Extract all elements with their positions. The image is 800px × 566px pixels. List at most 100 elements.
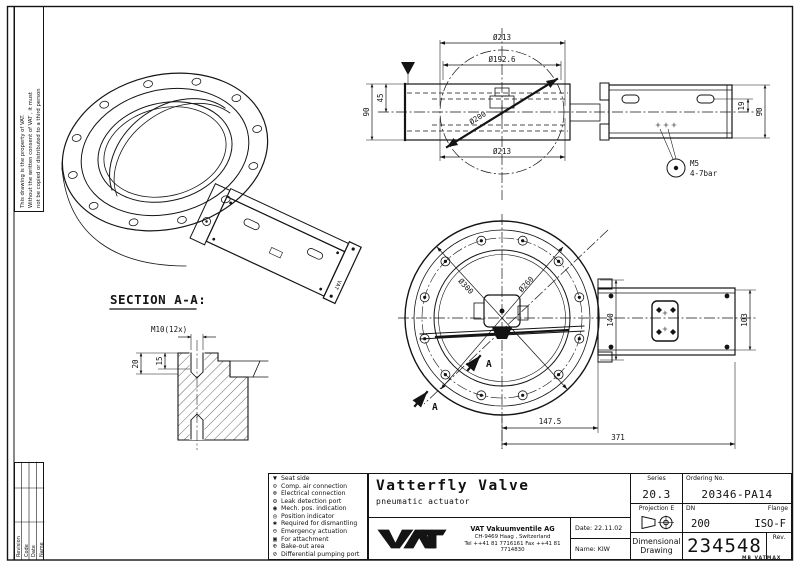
name-field: Name: KIW [575,545,610,553]
comp-air-icon: ⊙ [273,481,277,490]
drawing-number: 234548 [683,533,767,559]
doc-type-line2: Drawing [640,546,673,555]
dim-label-dia192: Ø192.6 [488,55,516,64]
dim-label-45: 45 [376,93,385,102]
dim-label-dia213-top: Ø213 [493,33,511,42]
property-note-line: Without the written consent of VAT , it … [28,91,35,208]
legend-item-label: Seat side [281,475,310,483]
flange-label: Flange [767,505,788,512]
legend-item: ◉ Mech. pos. indication [269,505,367,513]
dim-label-15: 15 [155,356,164,365]
iso-actuator: VAT [189,182,362,305]
dim-label-dia213-bottom: Ø213 [493,147,511,156]
legend-item: ⊖ Emergency actuation [269,528,367,536]
legend-item: ⊘ Differential pumping port [269,550,367,558]
code-col-label: Code [23,544,30,557]
name-col-label: Name [38,542,45,557]
dim-label-20: 20 [131,359,140,369]
diff-pumping-icon: ⊘ [273,549,277,558]
dim-label-90-right: 90 [755,107,764,117]
legend-item-label: Differential pumping port [281,550,360,558]
drawing-subtitle: pneumatic actuator [376,497,470,506]
dim-label-371: 371 [611,433,625,442]
position-indicator-icon: ◎ [273,511,277,520]
legend-item-label: For attachment [281,535,329,543]
legend-item: ▣ For attachment [269,535,367,543]
ordering-no-label: Ordering No. [686,475,725,482]
legend-item: ⊕ Bake-out area [269,543,367,551]
legend-item: ⚙ Leak detection port [269,496,367,506]
series-label: Series [647,475,666,482]
symbol-legend: ▼ Seat side ⊙ Comp. air connection ⊗ Ele… [268,473,368,560]
legend-item-label: Emergency actuation [281,528,348,535]
legend-item-label: Required for dismantling [281,520,358,528]
corner-stamp: MB VATMAX [742,556,782,561]
dim-label-140: 140 [606,313,615,327]
seat-side-mark [401,62,415,75]
vat-logo-icon [377,529,447,548]
section-view: SECTION A-A: M10(12x) 20 15 [109,292,269,450]
legend-item-label: Leak detection port [281,497,342,505]
doc-type-line1: Dimensional [632,537,681,546]
dim-label-19: 19 [737,101,746,110]
legend-item: ⊗ Electrical connection [269,490,367,498]
top-view: Ø200 M5 4-7bar Ø213 Ø192 [362,28,770,200]
flange-value: ISO-F [754,518,786,530]
title-block-left: Vatterfly Valve pneumatic actuator VAT V… [369,474,631,559]
dim-label-103: 103 [740,313,749,327]
legend-item: ▼ Seat side [269,475,367,483]
property-note: This drawing is the property of VAT. Wit… [19,8,44,208]
section-heading: SECTION A-A: [110,292,206,307]
legend-item-label: Comp. air connection [281,482,348,490]
section-arrow-label-1: A [486,359,492,370]
air-pressure-label: 4-7bar [690,169,718,178]
dim-label-m10: M10(12x) [151,325,187,334]
ordering-no-value: 20346-PA14 [701,488,773,501]
title-block: Vatterfly Valve pneumatic actuator VAT V… [368,473,792,560]
company-name: VAT Vakuumventile AG [470,524,555,533]
date-col-label: Date [31,545,37,557]
company-phone: Tel ++41 81 7716161 Fax ++41 81 7714830 [464,540,561,553]
legend-item-label: Position indicator [281,512,335,520]
legend-item: ✱ Required for dismantling [269,520,367,528]
dim-label-147-5: 147.5 [539,417,562,426]
revision-table [14,462,44,560]
series-value: 20.3 [642,488,671,501]
mech-pos-icon: ◉ [273,504,277,513]
rev-label: Rev. [772,534,786,541]
leak-detection-icon: ⚙ [273,496,277,505]
dn-value: 200 [691,518,710,530]
seat-side-icon: ▼ [273,474,277,483]
iso-bolt-holes [67,77,263,227]
dim-label-90-left: 90 [362,107,371,117]
bakeout-icon: ⊕ [273,542,277,551]
revision-col-label: Revision [16,536,22,557]
projection-symbol-icon [641,515,674,530]
company-address: CH-9469 Haag , Switzerland [474,533,551,540]
dim-label-dia300: Ø300 [456,277,475,297]
legend-item-label: Bake-out area [281,543,325,551]
projection-label: Projection E [638,505,675,512]
legend-item: ◎ Position indicator [269,511,367,521]
legend-item: ⊙ Comp. air connection [269,481,367,491]
revision-table-lines [13,461,45,561]
dim-label-dia260: Ø260 [517,274,536,294]
dismantling-icon: ✱ [273,519,277,528]
emergency-icon: ⊖ [273,527,277,535]
property-note-box [14,6,44,212]
iso-view: VAT [61,72,362,305]
property-note-line: This drawing is the property of VAT. [20,114,26,208]
property-note-line: not be copied or distributed to a third … [36,88,43,208]
iso-vat-logo-mark: VAT [332,279,342,291]
attachment-icon: ▣ [273,534,277,543]
front-view: Ø300 Ø260 A A 140 103 [398,214,758,449]
legend-item-label: Mech. pos. indication [281,505,347,513]
air-thread-label: M5 [690,159,699,168]
date-field: Date: 22.11.02 [571,518,630,539]
legend-item-label: Electrical connection [281,490,346,498]
electrical-icon: ⊗ [273,489,277,498]
drawing-title: Vatterfly Valve [376,478,530,494]
section-arrow-label-2: A [432,402,438,413]
